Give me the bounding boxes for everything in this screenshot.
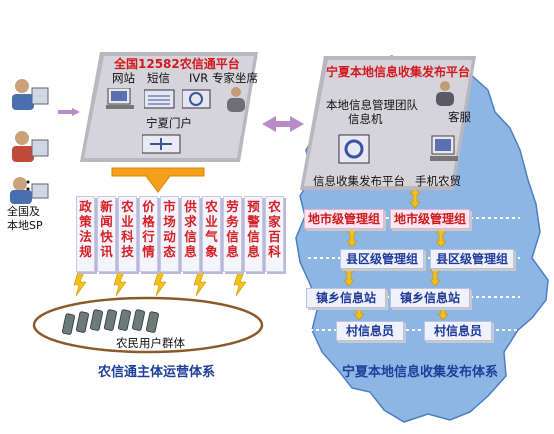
publish-platform-label: 信息收集发布平台 xyxy=(313,174,405,188)
ningxia-portal-label: 宁夏门户 xyxy=(146,116,192,130)
category-policy: 政策法规 xyxy=(76,196,95,272)
user-group-label: 农民用户群体 xyxy=(116,336,185,350)
category-price: 价格行情 xyxy=(139,196,158,272)
customer-service-icon xyxy=(436,81,454,106)
category-supply-demand: 供求信息 xyxy=(181,196,200,272)
category-agri-tech: 农业科技 xyxy=(118,196,137,272)
sp-label-1: 全国及 xyxy=(7,205,40,218)
team-label: 本地信息管理团队 xyxy=(326,98,418,112)
sms-server-icon xyxy=(144,89,175,109)
portal-router-icon xyxy=(142,134,181,154)
village-staff-box-2: 村信息员 xyxy=(424,321,492,341)
sp-person-bottom xyxy=(6,176,52,204)
category-news: 新闻快讯 xyxy=(97,196,116,272)
right-system-title: 宁夏本地信息收集发布体系 xyxy=(342,365,499,380)
town-station-box-2: 镇乡信息站 xyxy=(390,288,470,308)
category-encyclopedia: 农家百科 xyxy=(265,196,284,272)
ivr-server-icon xyxy=(182,89,211,109)
mobile-trade-label: 手机农贸 xyxy=(415,174,461,188)
sp-people xyxy=(8,72,52,222)
local-platform-title: 宁夏本地信息收集发布平台 xyxy=(326,65,471,79)
category-warning: 预警信息 xyxy=(244,196,263,272)
info-machine-label: 信息机 xyxy=(348,112,383,126)
county-group-box-1: 县区级管理组 xyxy=(340,249,424,269)
mobile-trade-icon xyxy=(430,135,458,161)
channel-sms: 短信 xyxy=(147,71,170,85)
channel-ivr: IVR xyxy=(189,71,209,85)
category-market: 市场动态 xyxy=(160,196,179,272)
computer-icon xyxy=(106,88,134,109)
city-group-box-2: 地市级管理组 xyxy=(390,209,470,229)
village-staff-box-1: 村信息员 xyxy=(336,321,404,341)
town-station-box-1: 镇乡信息站 xyxy=(306,288,386,308)
national-platform-title: 全国12582农信通平台 xyxy=(114,57,240,71)
category-labor: 劳务信息 xyxy=(223,196,242,272)
left-system-title: 农信通主体运营体系 xyxy=(98,365,216,380)
city-group-box-1: 地市级管理组 xyxy=(304,209,384,229)
expert-person-icon xyxy=(227,87,245,112)
service-label: 客服 xyxy=(448,110,471,124)
county-group-box-2: 县区级管理组 xyxy=(430,249,514,269)
sp-label-2: 本地SP xyxy=(7,219,43,232)
category-weather: 农业气象 xyxy=(202,196,221,272)
info-machine-icon xyxy=(338,134,370,164)
channel-website: 网站 xyxy=(112,71,135,85)
channel-expert-seat: 专家坐席 xyxy=(212,71,258,85)
